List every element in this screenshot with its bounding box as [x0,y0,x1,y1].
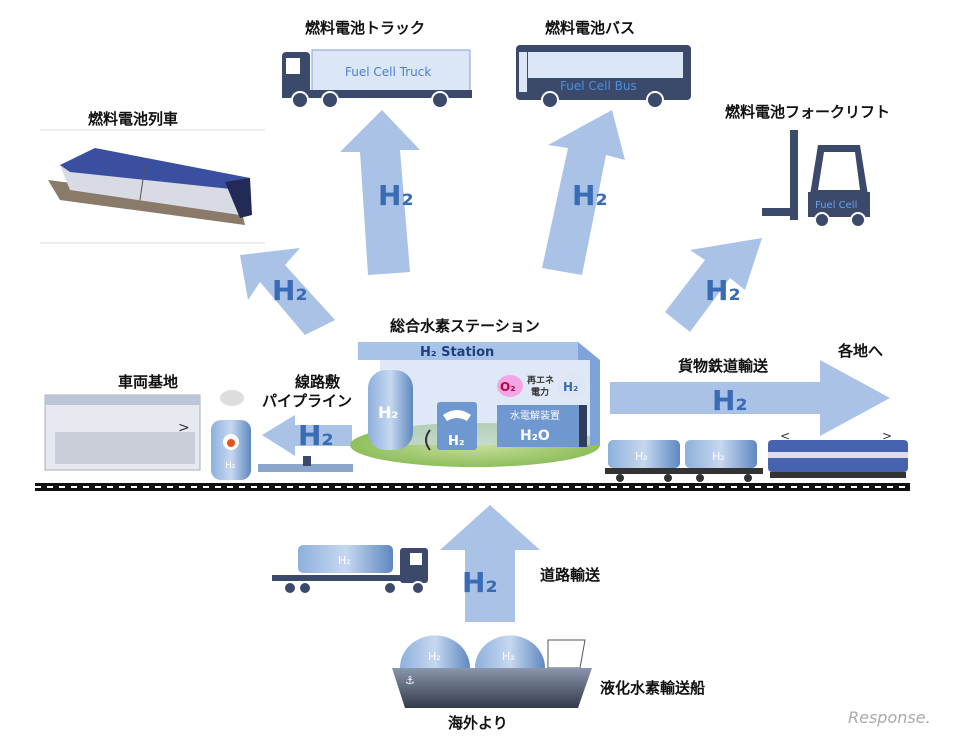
station-h2_cloud-text: H₂ [563,380,578,394]
svg-text:>: > [882,429,892,443]
h2-text: H₂ [298,419,334,452]
station-o2-text: O₂ [500,380,515,394]
h2-text: H₂ [462,566,498,599]
fuel-cell-train [40,129,265,244]
label-bus: 燃料電池バス [545,19,635,37]
station-h2o-text: H₂O [520,428,550,444]
label-road: 道路輸送 [540,566,601,584]
fuel-cell-bus: Fuel Cell Bus [516,45,691,109]
arrow-to-train: H₂ [240,248,335,335]
fuel-cell-forklift: Fuel Cell [762,130,870,228]
h2-text: H₂ [338,554,351,567]
label-pipeline-2: パイプライン [262,392,352,410]
station-renewable_2-text: 電力 [531,386,549,398]
lh2-carrier-ship: H₂ H₂ ⚓ [392,635,592,708]
h2-text: H₂ [225,461,236,471]
response-watermark: Response. [848,708,931,727]
label-truck: 燃料電池トラック [305,19,425,37]
label-overseas: 海外より [448,714,508,732]
vehicle_text-truck-text: Fuel Cell Truck [345,65,431,79]
arrow-to-truck: H₂ [340,110,420,275]
h2-text: H₂ [712,450,725,463]
label-forklift: 燃料電池フォークリフト [725,103,890,121]
arrow-road-up: H₂ [440,505,540,622]
fuel-cell-truck: Fuel Cell Truck [282,49,472,109]
label-pipeline-1: 線路敷 [295,373,341,391]
vehicle_text-forklift-text: Fuel Cell [815,200,857,211]
label-depot: 車両基地 [118,373,178,391]
station-electrolyzer-text: 水電解装置 [510,409,560,422]
pipeline [258,456,353,472]
railway-track [35,483,910,491]
h2-text: H₂ [712,384,748,417]
label-station: 総合水素ステーション [390,317,540,335]
freight-cars: H₂ H₂ [605,440,763,482]
arrow-freight: H₂ [610,360,890,436]
svg-text:<: < [780,429,790,443]
station-tank-text: H₂ [378,403,398,422]
station-sign-text: H₂ Station [420,345,494,360]
h2-text: H₂ [272,274,308,307]
h2-text: H₂ [428,650,441,663]
rail-depot: > [44,394,201,471]
anchor-icon: ⚓ [405,674,415,687]
label-train: 燃料電池列車 [88,110,178,128]
hydrogen-road-truck: H₂ [272,545,428,595]
station-dispenser-text: H₂ [448,434,465,449]
hydrogen-tank: H₂ [211,390,251,480]
h2-text: H₂ [378,179,414,212]
label-ship: 液化水素輸送船 [600,679,705,697]
arrow-pipeline: H₂ [262,415,352,456]
h2-text: H₂ [502,650,515,663]
h2-text: H₂ [635,450,648,463]
station-renewable_1-text: 再エネ [527,375,554,386]
vehicle_text-bus-text: Fuel Cell Bus [560,79,637,93]
svg-text:>: > [178,420,190,436]
label-everywhere: 各地へ [837,342,883,360]
arrow-to-forklift: H₂ [665,238,762,332]
label-freight: 貨物鉄道輸送 [678,357,769,375]
locomotive: < > [768,429,908,478]
h2-text: H₂ [572,179,608,212]
arrow-to-bus: H₂ [542,110,625,275]
hydrogen-station: H₂ Station H₂ H₂ O₂ 再エネ 電力 H₂ 水電解装置 H₂O [350,342,600,467]
h2-text: H₂ [705,274,741,307]
